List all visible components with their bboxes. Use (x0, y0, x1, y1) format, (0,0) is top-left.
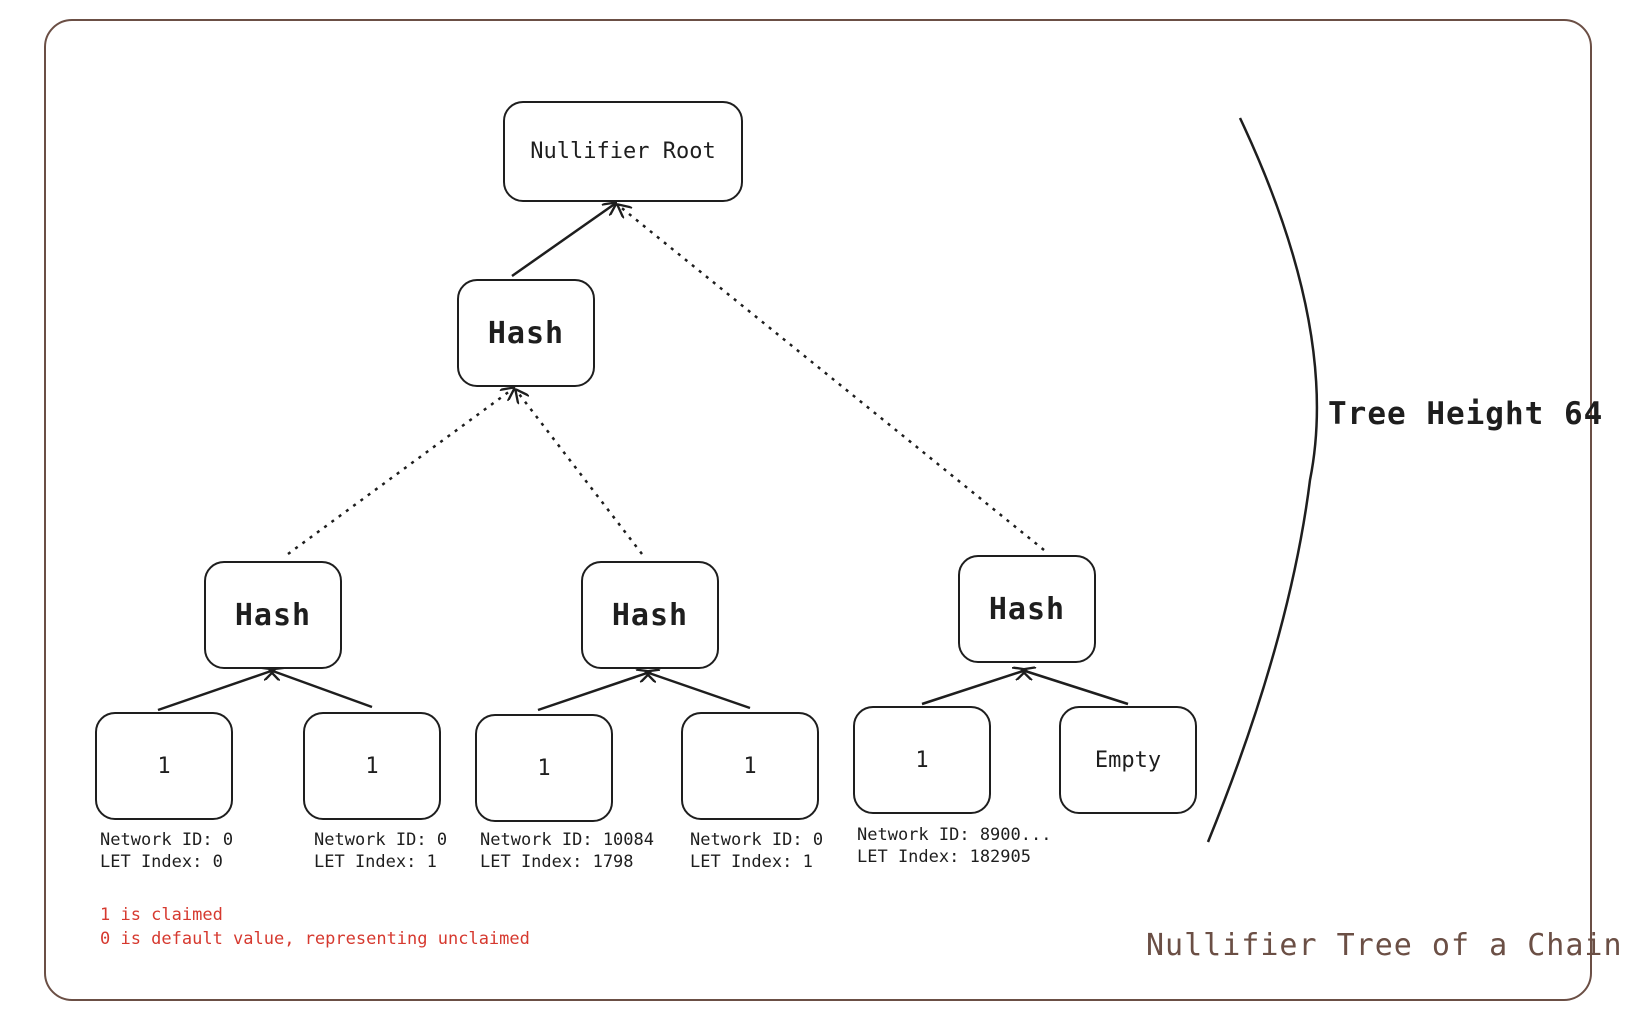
hash-label: Hash (234, 597, 312, 633)
edge-leaf3-to-hash (537, 672, 650, 712)
leaf-node: 1 (95, 712, 233, 820)
hash-label: Hash (988, 591, 1066, 627)
let-index-text: LET Index: 1 (690, 852, 813, 872)
leaf-metadata: Network ID: 0 LET Index: 1 (314, 829, 447, 873)
network-id-text: Network ID: 0 (690, 830, 824, 850)
leaf-value: 1 (365, 753, 379, 779)
edge-l2a-to-hash (287, 388, 514, 556)
edge-right-hash-to-root (618, 205, 1045, 551)
leaf-metadata: Network ID: 10084 LET Index: 1798 (480, 829, 654, 873)
edge-leaf5-to-hash (921, 670, 1026, 706)
tree-height-brace (1206, 117, 1319, 843)
edge-leaf2-to-hash (270, 670, 373, 709)
edge-hash-to-root (511, 203, 616, 278)
diagram-caption: Nullifier Tree of a Chain (1146, 928, 1623, 963)
leaf-value: 1 (743, 753, 757, 779)
nullifier-root-label: Nullifier Root (530, 139, 716, 164)
legend-unclaimed: 0 is default value, representing unclaim… (100, 929, 530, 949)
network-id-text: Network ID: 8900... (857, 825, 1052, 845)
edge-leaf6-to-hash (1022, 670, 1129, 706)
leaf-node: 1 (853, 706, 991, 814)
tree-height-label: Tree Height 64 (1328, 396, 1604, 432)
edge-leaf4-to-hash (646, 672, 751, 710)
let-index-text: LET Index: 1798 (480, 852, 634, 872)
network-id-text: Network ID: 0 (314, 830, 448, 850)
leaf-value: Empty (1094, 747, 1162, 773)
leaf-metadata: Network ID: 0 LET Index: 0 (100, 829, 233, 873)
let-index-text: LET Index: 182905 (857, 847, 1031, 867)
network-id-text: Network ID: 10084 (480, 830, 654, 850)
nullifier-root-node: Nullifier Root (503, 101, 743, 202)
leaf-value: 1 (157, 753, 171, 779)
hash-label: Hash (611, 597, 689, 633)
hash-node-level2-left: Hash (204, 561, 342, 669)
edge-leaf1-to-hash (157, 670, 274, 712)
leaf-node: 1 (681, 712, 819, 820)
hash-node-level1: Hash (457, 279, 595, 387)
leaf-metadata: Network ID: 0 LET Index: 1 (690, 829, 823, 873)
legend: 1 is claimed 0 is default value, represe… (100, 903, 530, 951)
edge-l2b-to-hash (516, 390, 643, 555)
diagram-frame (44, 19, 1592, 1001)
leaf-node: 1 (475, 714, 613, 822)
network-id-text: Network ID: 0 (100, 830, 234, 850)
let-index-text: LET Index: 1 (314, 852, 437, 872)
leaf-node-empty: Empty (1059, 706, 1197, 814)
leaf-metadata: Network ID: 8900... LET Index: 182905 (857, 824, 1051, 868)
hash-node-level2-right: Hash (958, 555, 1096, 663)
leaf-value: 1 (537, 755, 551, 781)
hash-node-level2-middle: Hash (581, 561, 719, 669)
leaf-value: 1 (915, 747, 929, 773)
let-index-text: LET Index: 0 (100, 852, 223, 872)
hash-label: Hash (487, 315, 565, 351)
leaf-node: 1 (303, 712, 441, 820)
legend-claimed: 1 is claimed (100, 905, 223, 925)
